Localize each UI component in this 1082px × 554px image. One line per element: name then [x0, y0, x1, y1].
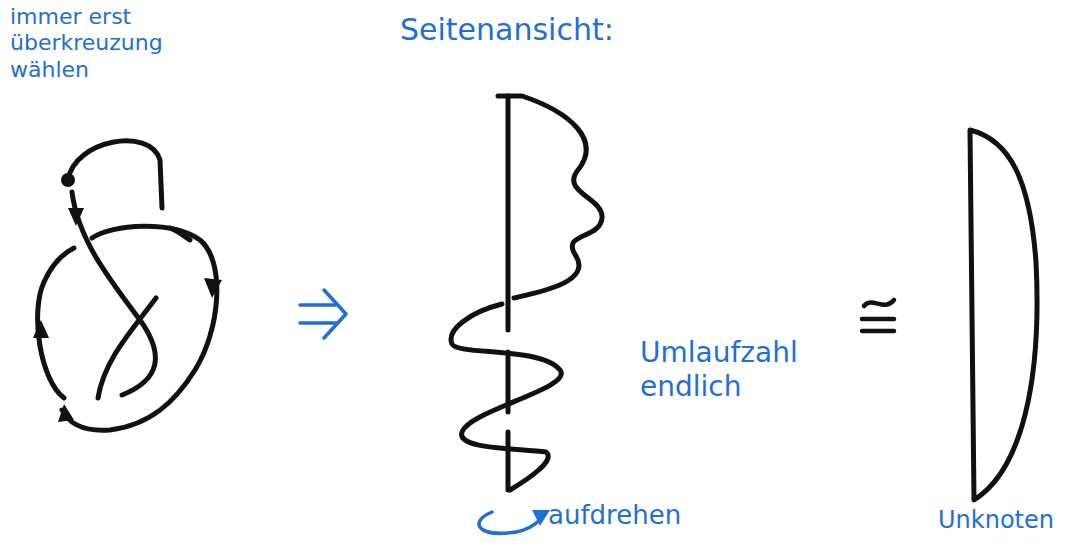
homotopy-symbol — [862, 300, 894, 331]
knot-strand — [38, 248, 74, 398]
arrowhead — [68, 208, 84, 226]
knot-strand — [62, 226, 217, 430]
knot-strand — [170, 228, 190, 240]
wavy-strand — [498, 96, 602, 298]
knot-marks — [33, 173, 222, 422]
knot-strand — [72, 192, 155, 395]
unknot-drawing — [970, 130, 1037, 500]
implies-arrow — [300, 290, 346, 338]
helix-strand — [451, 304, 561, 490]
handwritten-note: Umlaufzahl endlich — [640, 336, 820, 403]
knot-strand — [98, 298, 156, 398]
handwritten-note: Seitenansicht: — [400, 12, 660, 48]
start-dot — [61, 173, 75, 187]
arrowhead — [204, 278, 222, 298]
arrowhead — [33, 320, 49, 338]
twist-arrow — [479, 512, 542, 533]
arrowhead — [58, 404, 74, 422]
handwritten-note: Unknoten — [938, 506, 1073, 535]
axis — [506, 96, 511, 490]
knot-strand — [68, 141, 162, 208]
handwritten-note: aufdrehen — [548, 500, 718, 531]
side-view-drawing — [451, 96, 602, 490]
knot-drawing — [38, 141, 217, 430]
handwritten-note: immer erst überkreuzung wählen — [10, 4, 185, 83]
twist-arrowhead — [532, 510, 550, 526]
